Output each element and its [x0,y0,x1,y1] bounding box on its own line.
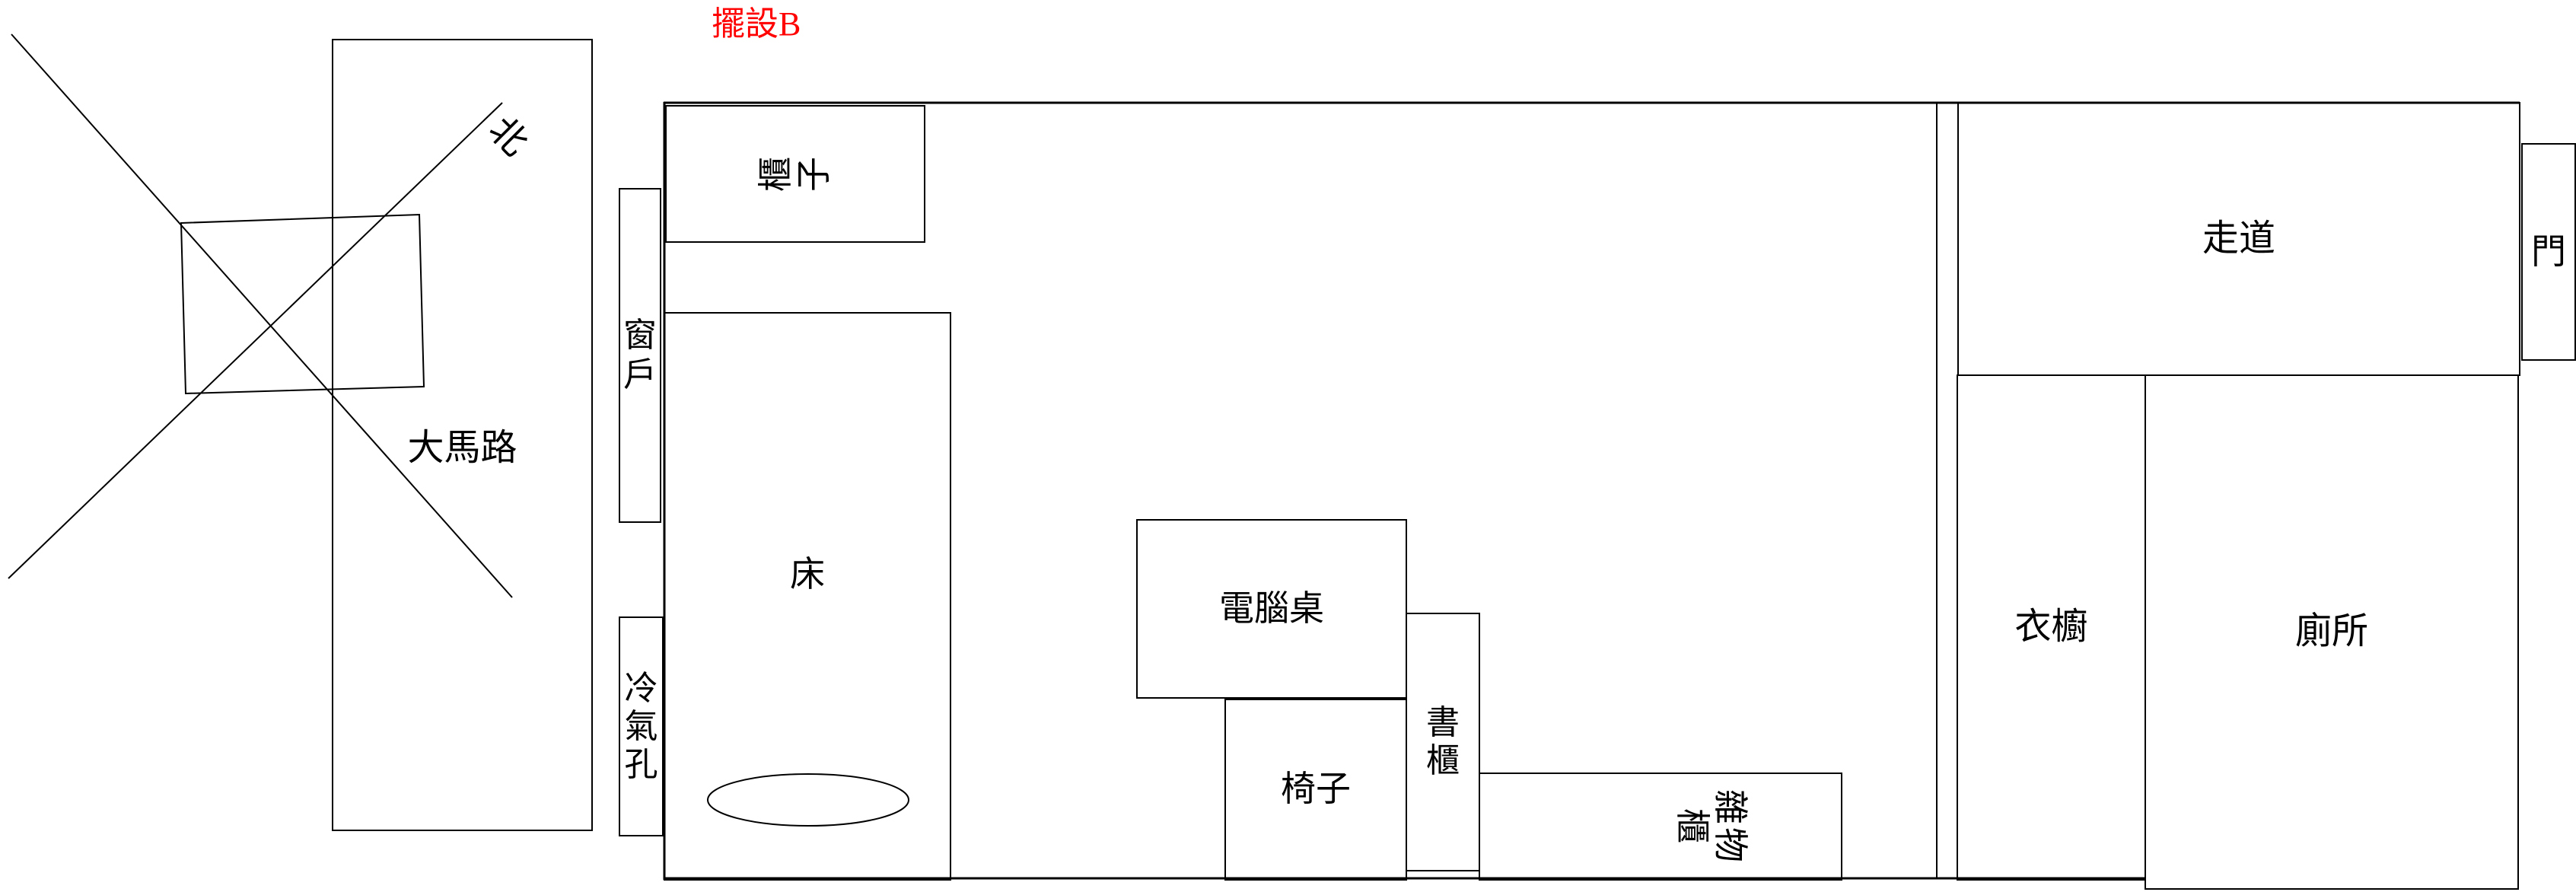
desk-label: 電腦桌 [1219,588,1324,628]
wardrobe-label: 衣櫥 [2014,607,2088,648]
compass-diagonal-ascending [8,102,503,579]
ac-vent-label-char2: 氣 [624,707,658,745]
ac-vent-label: 冷 氣 孔 [625,670,658,784]
storage-label-col1: 雜 物 [1711,788,1750,864]
cabinet-box: 櫃 子 [665,105,925,243]
road-area: 大馬路 [332,39,593,831]
window-box: 窗 戶 [619,188,661,523]
chair-label: 椅子 [1281,769,1351,809]
toilet-box: 廁所 [2145,374,2519,890]
ac-vent-label-char3: 孔 [624,745,658,783]
cabinet-label-char1: 櫃 [756,156,795,192]
wardrobe-box: 衣櫥 [1957,374,2146,881]
bookcase-label-char1: 書 [1426,704,1460,741]
storage-label-char1: 雜 [1711,788,1750,824]
bed-label: 床 [790,555,825,594]
bookcase-label-char2: 櫃 [1426,742,1460,779]
door-box: 門 [2521,143,2576,361]
storage-label-char2: 物 [1711,827,1750,862]
storage-label: 櫃 雜 物 [1673,788,1750,864]
storage-box: 櫃 雜 物 [1479,773,1842,881]
toilet-label: 廁所 [2294,611,2368,652]
door-label: 門 [2531,231,2566,271]
desk-box: 電腦桌 [1136,519,1407,699]
window-label-char2: 戶 [623,356,657,393]
bookcase-label: 書 櫃 [1426,704,1460,780]
walkway-box: 走道 [1957,102,2520,376]
ac-vent-box: 冷 氣 孔 [619,616,664,836]
cabinet-label-char2: 子 [794,156,833,192]
window-label: 窗 戶 [623,316,657,395]
storage-label-char3: 櫃 [1673,808,1712,843]
compass-diagonal-descending [11,33,513,598]
window-label-char1: 窗 [623,317,657,354]
ac-vent-label-char1: 冷 [624,669,658,707]
walkway-label: 走道 [2202,218,2275,259]
bookcase-box: 書 櫃 [1406,613,1480,871]
chair-box: 椅子 [1224,699,1407,881]
road-label: 大馬路 [407,428,517,469]
bed-box: 床 [664,312,951,881]
compass-square [180,213,425,395]
storage-label-col2: 櫃 [1673,807,1711,845]
bed-pillow-ellipse [707,773,909,827]
plan-title: 擺設B [712,5,801,43]
